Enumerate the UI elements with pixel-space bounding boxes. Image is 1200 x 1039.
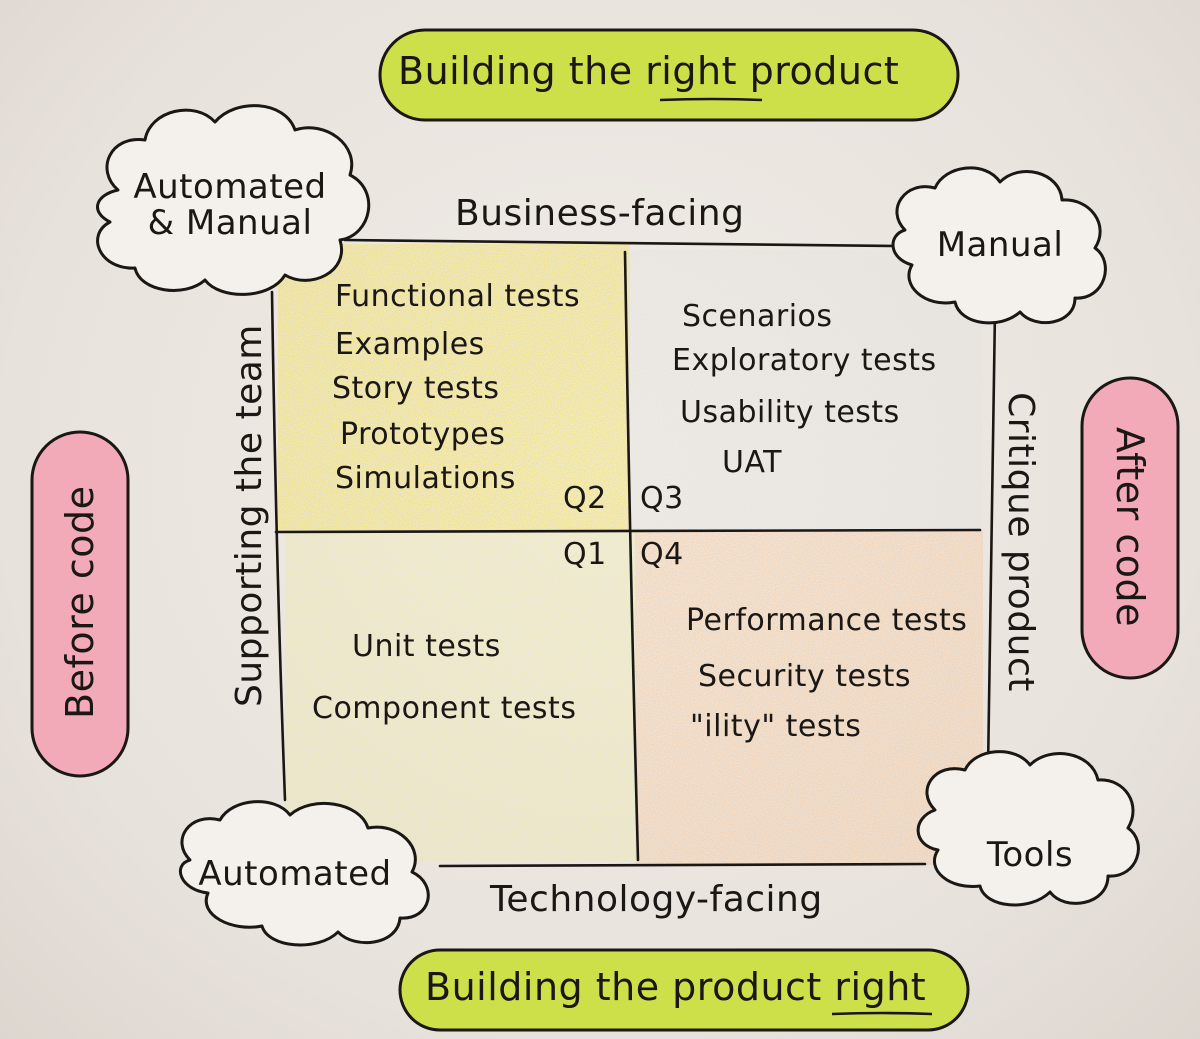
- left-pill-shape: [30, 430, 130, 778]
- cloud-top-left-line1: Automated: [133, 167, 327, 207]
- top-pill-pre: Building the: [398, 49, 633, 93]
- q2-fill: [278, 244, 630, 532]
- cloud-bottom-right-text: Tools: [986, 835, 1074, 875]
- q1-item: Unit tests: [352, 629, 501, 664]
- right-pill-shape: [1080, 376, 1180, 680]
- cloud-top-left: [96, 104, 371, 296]
- q4-item: Performance tests: [686, 603, 968, 638]
- q4-item: "ility" tests: [690, 709, 862, 744]
- q2-item: Examples: [335, 327, 485, 362]
- before-code-label: Before code: [58, 485, 102, 719]
- q4-fill: [635, 530, 983, 865]
- axis-right-label: Critique product: [1000, 392, 1041, 692]
- q4-item: Security tests: [698, 659, 911, 694]
- q4-label: Q4: [640, 537, 684, 572]
- q2-item: Functional tests: [335, 279, 581, 314]
- q3-item: Usability tests: [680, 395, 900, 430]
- axis-left-label: Supporting the team: [229, 324, 270, 707]
- bottom-pill-pre: Building the product: [425, 965, 822, 1009]
- axis-bottom-label: Technology-facing: [490, 879, 823, 920]
- quadrant-grid: [270, 238, 997, 868]
- q3-label: Q3: [640, 481, 684, 516]
- q2-label: Q2: [563, 481, 607, 516]
- cloud-top-left-text: Automated & Manual: [125, 167, 335, 243]
- q2-item: Story tests: [332, 371, 500, 406]
- top-pill-emph: right: [645, 49, 737, 93]
- cloud-top-right: [891, 166, 1107, 325]
- top-right-underline: [659, 97, 763, 102]
- q3-item: UAT: [722, 445, 782, 480]
- q1-label: Q1: [563, 537, 607, 572]
- cloud-bottom-left-text: Automated: [198, 854, 392, 894]
- q2-item: Simulations: [335, 461, 516, 496]
- after-code-label: After code: [1108, 427, 1152, 627]
- cloud-bottom-left: [178, 800, 430, 947]
- axis-top-label: Business-facing: [455, 193, 745, 234]
- bottom-pill-emph: right: [834, 965, 927, 1009]
- top-pill-post: product: [749, 49, 900, 93]
- cloud-top-left-line2: & Manual: [147, 202, 313, 243]
- bottom-pill-label: Building the product right: [425, 968, 926, 1006]
- cloud-bottom-right: [916, 750, 1140, 907]
- bottom-right-underline: [831, 1011, 933, 1016]
- bottom-pill-shape: [398, 948, 970, 1032]
- cloud-top-right-text: Manual: [936, 225, 1064, 265]
- top-pill-label: Building the right product: [398, 52, 899, 90]
- q2-item: Prototypes: [340, 417, 506, 452]
- q3-item: Exploratory tests: [672, 343, 937, 378]
- top-pill-shape: [378, 28, 960, 122]
- q1-item: Component tests: [312, 691, 577, 726]
- q3-item: Scenarios: [682, 299, 833, 334]
